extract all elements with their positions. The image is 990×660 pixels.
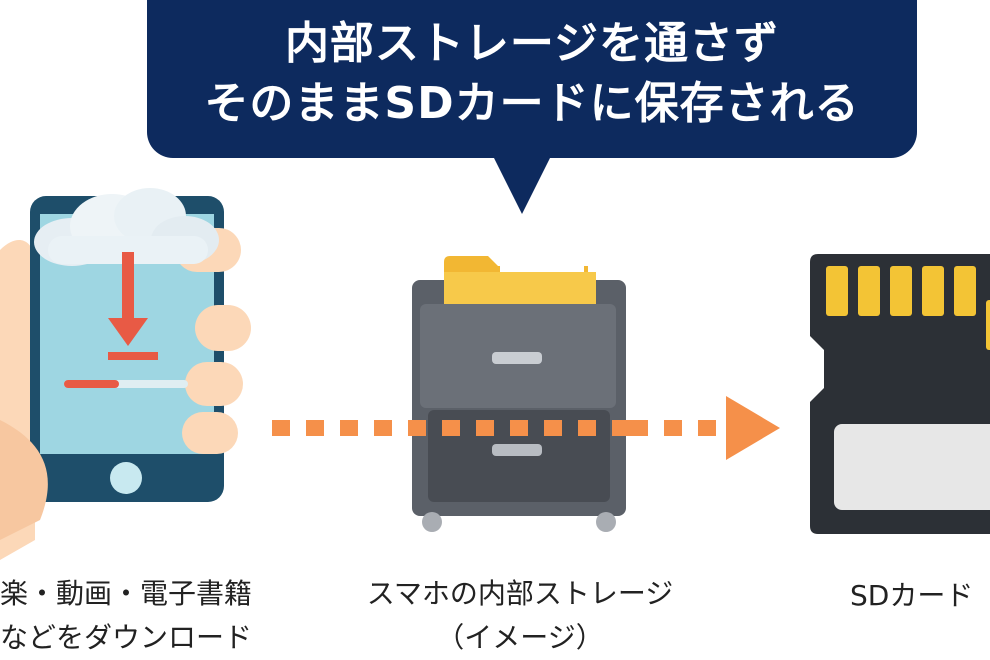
- dotted-arrow-icon: [272, 396, 780, 460]
- headline: 内部ストレージを通さず そのままSDカードに保存される: [147, 14, 917, 134]
- file-cabinet-icon: [408, 256, 630, 532]
- download-arrow-icon: [64, 252, 188, 388]
- sd-card-icon: [810, 254, 990, 534]
- folder-icon: [444, 256, 596, 312]
- headline-line-1: 内部ストレージを通さず: [284, 18, 780, 69]
- caption-download-line-2: などをダウンロード: [0, 621, 253, 654]
- cloud-icon: [34, 188, 219, 266]
- caption-download-line-1: 楽・動画・電子書籍: [0, 577, 253, 610]
- caption-sd-card-label: SDカード: [850, 579, 974, 612]
- caption-sd-card: SDカード: [850, 574, 973, 618]
- headline-line-2: そのままSDカードに保存される: [204, 78, 860, 129]
- caption-internal-storage-line-2: （イメージ）: [436, 621, 604, 654]
- headline-bubble: [147, 0, 917, 158]
- caption-internal-storage: スマホの内部ストレージ （イメージ）: [344, 572, 696, 660]
- caption-internal-storage-line-1: スマホの内部ストレージ: [366, 577, 674, 610]
- headline-bubble-tail: [490, 150, 554, 214]
- caption-download: 楽・動画・電子書籍 などをダウンロード: [0, 572, 252, 660]
